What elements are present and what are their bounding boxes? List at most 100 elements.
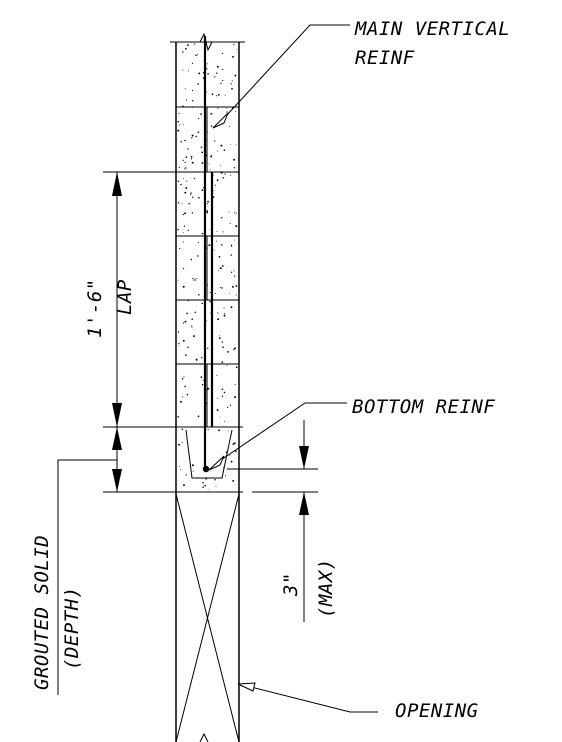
grout-speckle <box>179 465 181 467</box>
grout-speckle <box>207 73 209 75</box>
grout-speckle <box>183 484 185 487</box>
grout-speckle <box>183 376 185 378</box>
grout-speckle <box>216 179 219 181</box>
grout-speckle <box>185 186 188 189</box>
grout-speckle <box>221 361 224 364</box>
grout-speckle <box>228 292 230 294</box>
grout-speckle <box>197 131 200 134</box>
grout-speckle <box>223 149 226 152</box>
grout-speckle <box>190 192 192 194</box>
grout-speckle <box>206 210 209 213</box>
grout-speckle <box>223 314 226 317</box>
grout-speckle <box>235 225 238 228</box>
grout-speckle <box>230 144 232 146</box>
grout-speckle <box>177 180 180 182</box>
grout-speckle <box>233 270 235 272</box>
grout-speckle <box>223 391 226 394</box>
grout-speckle <box>211 93 214 96</box>
grout-speckle <box>177 120 179 123</box>
grout-speckle <box>184 88 186 90</box>
grout-speckle <box>192 279 194 281</box>
grout-speckle <box>186 393 189 396</box>
grout-speckle <box>189 193 192 195</box>
grout-speckle <box>191 137 193 139</box>
grout-speckle <box>208 163 210 165</box>
grout-speckle <box>216 72 218 74</box>
grout-speckle <box>235 144 237 146</box>
grout-speckle <box>217 312 219 314</box>
grout-speckle <box>235 294 237 296</box>
grout-speckle <box>198 118 200 120</box>
grout-speckle <box>198 294 200 296</box>
grout-speckle <box>193 177 195 179</box>
grout-speckle <box>184 385 186 388</box>
grout-speckle <box>195 278 197 279</box>
grout-speckle <box>182 285 185 288</box>
grout-speckle <box>227 430 229 432</box>
grout-speckle <box>220 165 222 167</box>
grout-speckle <box>191 134 194 137</box>
grout-speckle <box>228 211 230 213</box>
grout-speckle <box>214 478 216 481</box>
grout-speckle <box>178 166 181 168</box>
grout-speckle <box>182 177 184 179</box>
grout-speckle <box>206 212 209 214</box>
grout-speckle <box>204 442 206 444</box>
grout-speckle <box>222 467 224 469</box>
leader-main-vertical <box>212 24 350 129</box>
grout-speckle <box>229 454 231 456</box>
grout-speckle <box>191 212 194 214</box>
grout-speckle <box>187 148 189 150</box>
grout-speckle <box>195 135 197 138</box>
grout-speckle <box>236 48 238 50</box>
grout-speckle <box>185 474 187 476</box>
grout-speckle <box>224 173 226 175</box>
grout-speckle <box>230 460 233 463</box>
grout-speckle <box>187 300 189 302</box>
grout-speckle <box>185 354 187 356</box>
grout-speckle <box>182 69 184 71</box>
grout-speckle <box>213 249 215 251</box>
grout-speckle <box>218 429 221 432</box>
grout-speckle <box>224 94 226 96</box>
masonry-wall <box>170 32 245 428</box>
grout-speckle <box>234 239 236 241</box>
grout-speckle <box>221 287 223 289</box>
grout-speckle <box>201 151 204 154</box>
grout-speckle <box>205 478 207 480</box>
grout-speckle <box>223 307 225 309</box>
grout-speckle <box>184 161 186 164</box>
grout-speckle <box>217 397 219 399</box>
main-vertical-rebar <box>203 36 214 468</box>
grout-speckle <box>201 302 204 305</box>
grout-speckle <box>178 342 180 345</box>
grout-speckle <box>221 388 224 391</box>
grout-speckle <box>185 99 188 101</box>
grout-speckle <box>210 112 213 115</box>
dimension-grouted <box>57 427 176 695</box>
grout-speckle <box>217 318 220 321</box>
grout-speckle <box>222 68 224 71</box>
grout-speckle <box>187 44 189 46</box>
grout-speckle <box>177 416 179 418</box>
grout-speckle <box>180 183 182 186</box>
grout-speckle <box>190 155 193 158</box>
grout-speckle <box>219 267 222 270</box>
grout-speckle <box>185 167 187 169</box>
grout-speckle <box>231 80 233 82</box>
grout-speckle <box>233 167 236 169</box>
grout-speckle <box>177 129 180 132</box>
grout-speckle <box>231 285 234 288</box>
grout-speckle <box>186 180 188 182</box>
grout-speckle <box>200 113 202 115</box>
grout-speckle <box>183 322 185 324</box>
grout-speckle <box>192 470 194 472</box>
grout-speckle <box>218 335 220 337</box>
grout-speckle <box>191 62 194 65</box>
grout-speckle <box>181 428 184 431</box>
grout-speckle <box>184 212 187 215</box>
grout-speckle <box>214 76 216 78</box>
grout-speckle <box>221 52 224 55</box>
grout-speckle <box>207 387 210 390</box>
grout-speckle <box>235 366 238 369</box>
